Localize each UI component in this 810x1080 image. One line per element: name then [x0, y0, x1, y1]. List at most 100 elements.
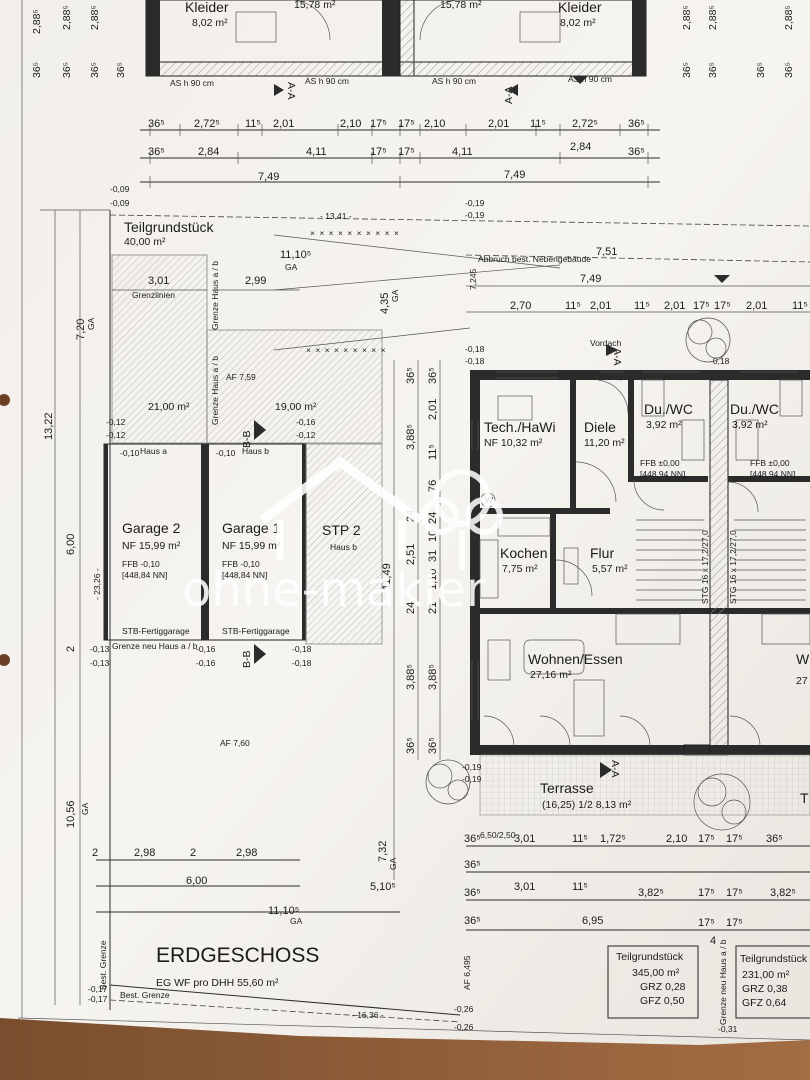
svg-text:24: 24 [427, 512, 439, 524]
svg-text:15,78 m²: 15,78 m² [294, 0, 336, 11]
svg-text:AF 7,59: AF 7,59 [226, 372, 256, 382]
svg-text:Abbruch best. Nebengebäude: Abbruch best. Nebengebäude [478, 254, 591, 264]
svg-text:36⁵: 36⁵ [148, 146, 165, 158]
svg-text:36⁵: 36⁵ [405, 737, 417, 754]
svg-text:STG 16 x 17,2/27,0: STG 16 x 17,2/27,0 [728, 530, 738, 604]
svg-text:Best. Grenze: Best. Grenze [120, 990, 170, 1000]
svg-text:A-A: A-A [611, 348, 623, 366]
svg-text:2,01: 2,01 [590, 300, 611, 312]
svg-text:-0,10: -0,10 [216, 448, 236, 458]
svg-text:GFZ 0,50: GFZ 0,50 [640, 995, 685, 1007]
svg-text:-0,17: -0,17 [88, 994, 108, 1004]
svg-text:GFZ 0,64: GFZ 0,64 [742, 997, 787, 1009]
svg-text:36⁵: 36⁵ [755, 62, 767, 78]
svg-text:17⁵: 17⁵ [714, 300, 731, 312]
punch-hole-icon [0, 394, 10, 406]
svg-text:Wohnen/Essen: Wohnen/Essen [528, 651, 623, 667]
svg-text:2,01: 2,01 [488, 118, 509, 130]
svg-text:W: W [796, 651, 810, 667]
svg-text:2,84: 2,84 [570, 141, 591, 153]
svg-text:GRZ 0,38: GRZ 0,38 [742, 983, 788, 995]
svg-text:FFB -0,10: FFB -0,10 [222, 559, 260, 569]
plot-summary-box: Teilgrundstück 231,00 m² GRZ 0,38 GFZ 0,… [735, 945, 810, 1019]
svg-text:(16,25) 1/2 8,13 m²: (16,25) 1/2 8,13 m² [542, 799, 632, 811]
svg-text:Grenze neu Haus a / b: Grenze neu Haus a / b [112, 641, 198, 651]
svg-text:7,32: 7,32 [377, 841, 389, 862]
svg-text:- 13,41 -: - 13,41 - [320, 211, 352, 221]
svg-text:2,10: 2,10 [424, 118, 445, 130]
svg-text:NF 10,32 m²: NF 10,32 m² [484, 437, 543, 449]
svg-text:7,75 m²: 7,75 m² [502, 563, 538, 575]
upper-floor-fragment: Kleider 8,02 m² 15,78 m² 15,78 m² Kleide… [145, 0, 647, 88]
svg-text:17⁵: 17⁵ [726, 917, 743, 929]
svg-text:3,88⁵: 3,88⁵ [405, 664, 417, 690]
svg-text:2,10: 2,10 [340, 118, 361, 130]
svg-text:7,245: 7,245 [468, 268, 478, 290]
svg-text:-0,19: -0,19 [465, 198, 485, 208]
svg-text:Haus b: Haus b [242, 446, 269, 456]
svg-text:231,00 m²: 231,00 m² [742, 969, 790, 981]
svg-text:1,10: 1,10 [427, 569, 439, 590]
svg-text:17⁵: 17⁵ [370, 118, 387, 130]
svg-text:17⁵: 17⁵ [726, 833, 743, 845]
svg-text:36⁵: 36⁵ [61, 62, 73, 78]
svg-text:FFB -0,10: FFB -0,10 [122, 559, 160, 569]
svg-text:2,88⁵: 2,88⁵ [783, 5, 795, 30]
svg-text:4,11: 4,11 [452, 146, 473, 158]
punch-hole-icon [0, 654, 10, 666]
svg-text:31: 31 [427, 550, 439, 562]
svg-text:11⁵: 11⁵ [634, 300, 650, 312]
svg-text:36⁵: 36⁵ [464, 859, 481, 871]
svg-text:27,16 m²: 27,16 m² [530, 669, 572, 681]
svg-text:Teilgrundstück: Teilgrundstück [124, 219, 214, 235]
svg-text:3,92 m²: 3,92 m² [732, 419, 768, 431]
svg-text:6,95: 6,95 [582, 915, 603, 927]
svg-text:A-A: A-A [503, 86, 515, 104]
svg-text:2,98: 2,98 [236, 847, 257, 859]
svg-text:-0,16: -0,16 [296, 417, 316, 427]
svg-text:36⁵: 36⁵ [628, 146, 645, 158]
svg-text:11,20 m²: 11,20 m² [584, 437, 625, 449]
svg-text:36⁵: 36⁵ [783, 62, 795, 78]
svg-text:2,98: 2,98 [134, 847, 155, 859]
svg-text:Kleider: Kleider [185, 0, 229, 15]
svg-text:11⁵: 11⁵ [565, 300, 581, 312]
svg-text:2: 2 [65, 646, 77, 652]
svg-text:EG WF pro DHH 55,60 m²: EG WF pro DHH 55,60 m² [156, 977, 279, 989]
svg-text:5,57 m²: 5,57 m² [592, 563, 628, 575]
svg-text:-0,09: -0,09 [110, 198, 130, 208]
svg-text:FFB ±0,00: FFB ±0,00 [640, 458, 680, 468]
svg-text:-0,19: -0,19 [465, 210, 485, 220]
svg-text:17⁵: 17⁵ [398, 146, 415, 158]
svg-text:3,88⁵: 3,88⁵ [427, 664, 439, 690]
svg-text:Garage 2: Garage 2 [122, 520, 181, 536]
svg-text:-0,18: -0,18 [292, 658, 312, 668]
svg-text:345,00 m²: 345,00 m² [632, 967, 680, 979]
svg-text:3,01: 3,01 [514, 881, 535, 893]
svg-text:STG 16 x 17,2/27,0: STG 16 x 17,2/27,0 [700, 530, 710, 604]
svg-text:17⁵: 17⁵ [398, 118, 415, 130]
svg-text:Kleider: Kleider [558, 0, 602, 15]
svg-text:21: 21 [427, 602, 439, 614]
svg-text:24: 24 [405, 602, 417, 614]
svg-text:11⁵: 11⁵ [572, 881, 588, 893]
svg-text:6,00: 6,00 [186, 875, 207, 887]
svg-text:21,00 m²: 21,00 m² [148, 401, 190, 413]
svg-text:3,82⁵: 3,82⁵ [770, 887, 796, 899]
svg-text:36⁵: 36⁵ [464, 833, 481, 845]
svg-text:-0,18: -0,18 [710, 356, 730, 366]
svg-text:Grenze Haus a / b: Grenze Haus a / b [210, 356, 220, 425]
svg-text:2,88⁵: 2,88⁵ [707, 5, 719, 30]
tree-icon [693, 773, 751, 831]
svg-text:2,01: 2,01 [664, 300, 685, 312]
svg-text:STB-Fertiggarage: STB-Fertiggarage [222, 626, 290, 636]
svg-text:11,10⁵: 11,10⁵ [280, 249, 311, 261]
svg-text:-0,12: -0,12 [296, 430, 316, 440]
svg-text:GA: GA [86, 317, 96, 330]
svg-text:11⁵: 11⁵ [427, 444, 439, 460]
svg-text:8,02 m²: 8,02 m² [560, 17, 596, 29]
garages: Garage 2 NF 15,99 m² FFB -0,10 [448,84 N… [90, 417, 383, 668]
svg-text:-0,18: -0,18 [465, 356, 485, 366]
svg-text:15,78 m²: 15,78 m² [440, 0, 482, 11]
svg-text:- 23,26 -: - 23,26 - [92, 568, 102, 600]
